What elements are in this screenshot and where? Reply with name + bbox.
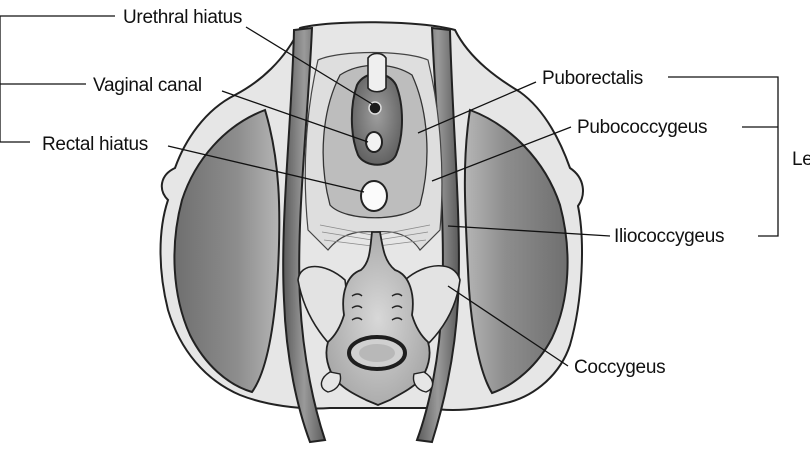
pelvic-floor-illustration: [159, 21, 584, 444]
puborectalis-leader: [417, 81, 537, 134]
label-rectal-hiatus: Rectal hiatus: [42, 134, 148, 155]
left-bracket: [0, 15, 115, 143]
leader-lines: [0, 15, 779, 367]
iliococcygeus-leader: [447, 225, 611, 237]
label-urethral-hiatus: Urethral hiatus: [123, 7, 242, 28]
vaginal-canal-leader: [221, 90, 369, 143]
label-coccygeus: Coccygeus: [574, 357, 665, 378]
label-vaginal-canal: Vaginal canal: [93, 75, 202, 96]
pubococcygeus-leader: [431, 126, 572, 182]
label-iliococcygeus: Iliococcygeus: [614, 226, 724, 247]
label-pubococcygeus: Pubococcygeus: [577, 117, 707, 138]
label-levator-group-truncated: Le: [792, 149, 810, 170]
left-tendinous-band: [282, 26, 327, 444]
vaginal-canal-shape: [350, 72, 403, 166]
label-puborectalis: Puborectalis: [542, 68, 643, 89]
raphe-fibers: [319, 224, 431, 247]
right-bracket: [668, 76, 779, 237]
urethral-hiatus-leader: [245, 26, 373, 105]
rectal-hiatus-leader: [167, 145, 365, 193]
right-lateral-muscle: [463, 108, 569, 395]
urethral-hiatus-shape: [368, 101, 382, 115]
rectal-hiatus-shape: [360, 180, 388, 212]
coccygeus-leader: [447, 285, 569, 367]
left-lateral-muscle: [173, 108, 281, 394]
sacral-canal-inner: [359, 344, 395, 362]
right-sacral-ala: [412, 371, 434, 393]
labels: Urethral hiatus Vaginal canal Rectal hia…: [42, 7, 810, 378]
pubic-symphysis: [367, 52, 387, 93]
sacral-foramina: [351, 293, 403, 321]
left-sacral-ala: [320, 371, 342, 393]
vaginal-opening-shape: [365, 131, 383, 153]
